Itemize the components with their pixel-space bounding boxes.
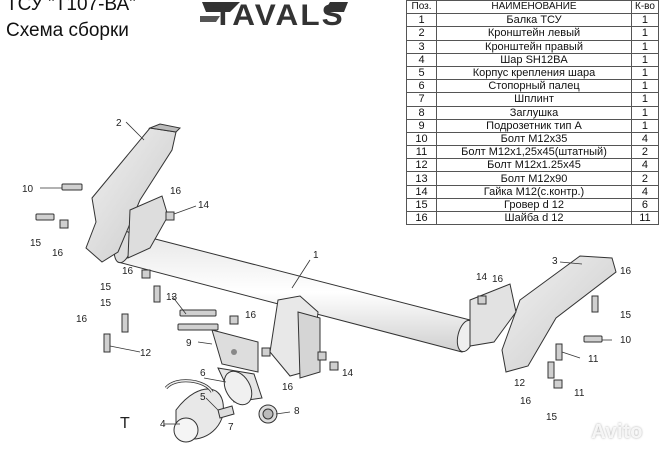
callout-16-top: 16: [170, 186, 182, 197]
callout-6: 6: [200, 368, 206, 379]
callout-14-left: 14: [198, 200, 210, 211]
callout-5: 5: [200, 392, 206, 403]
watermark-logo: Avito: [591, 421, 643, 443]
callout-1: 1: [313, 250, 319, 261]
leader-lines: [40, 121, 612, 425]
row-name: Стопорный палец: [436, 79, 632, 94]
row-pos: 4: [406, 52, 437, 67]
callout-7: 7: [228, 422, 234, 433]
row-name: Гайка М12(с.контр.): [436, 184, 632, 199]
callout-10-left: 10: [22, 184, 34, 195]
callout-10-right: 10: [620, 335, 632, 346]
tow-ball-part: [173, 388, 224, 443]
callout-t: T: [120, 415, 130, 432]
cap-part: [258, 404, 278, 424]
callout-2: 2: [116, 118, 122, 129]
callout-15-b: 15: [100, 298, 112, 309]
table-header-row: Поз. НАИМЕНОВАНИЕ К-во: [406, 0, 659, 15]
callout-11-right: 11: [588, 354, 599, 365]
row-qty: 4: [631, 184, 659, 199]
row-name: Шплинт: [436, 92, 632, 107]
document-title: ТСУ "Т107-ВА": [6, 0, 136, 15]
socket-bracket-part: [211, 329, 259, 373]
callout-3: 3: [552, 256, 558, 267]
callout-16-lower: 16: [76, 314, 88, 325]
callout-16-right-a: 16: [492, 274, 504, 285]
row-qty: 1: [631, 26, 659, 41]
callout-15-a: 15: [100, 282, 112, 293]
callout-12-right: 12: [514, 378, 526, 389]
cotter-pin-part: [217, 405, 235, 419]
row-name: Шайба d 12: [436, 210, 632, 226]
callout-15-left: 15: [30, 238, 42, 249]
row-qty: 4: [631, 131, 659, 147]
row-name: Корпус крепления шара: [436, 65, 632, 81]
callout-11-bottom: 11: [574, 388, 585, 399]
callout-14-right: 14: [476, 272, 488, 283]
row-name: Болт М12х35: [436, 131, 632, 147]
callout-14-mid: 14: [342, 368, 354, 379]
callout-16-right-c: 16: [520, 396, 532, 407]
fastener-parts: [35, 183, 603, 389]
callout-16-left: 16: [52, 248, 64, 259]
row-qty: 1: [631, 92, 659, 107]
callout-15-right: 15: [620, 310, 632, 321]
locking-pin-part: [164, 379, 214, 393]
callout-8: 8: [294, 406, 300, 417]
logo-text: TAVALS: [213, 0, 345, 32]
callout-15-bottom: 15: [546, 412, 558, 423]
document-subtitle: Схема сборки: [6, 20, 129, 41]
callout-13: 13: [166, 292, 178, 303]
row-name: Подрозетник тип А: [436, 118, 632, 133]
brand-logo: TAVALS: [200, 0, 350, 38]
row-qty: 1: [631, 52, 659, 67]
callout-4: 4: [160, 419, 166, 430]
row-qty: 11: [631, 210, 659, 226]
callout-16-mid: 16: [122, 266, 134, 277]
row-qty: 1: [631, 105, 659, 120]
ball-mount-part: [217, 367, 263, 406]
title-block: ТСУ "Т107-ВА" Схема сборки: [6, 0, 136, 42]
callout-9: 9: [186, 338, 192, 349]
callout-16-center: 16: [245, 310, 257, 321]
row-pos: 16: [406, 210, 437, 226]
row-name: Шар SH12BA: [436, 52, 632, 67]
hitch-plate-part: [269, 295, 321, 379]
row-pos: 6: [406, 79, 437, 94]
left-bracket-part: [85, 123, 182, 263]
logo-wings-icon: [200, 2, 348, 22]
row-qty: 1: [631, 79, 659, 94]
callout-16-center-b: 16: [282, 382, 294, 393]
callout-16-right-b: 16: [620, 266, 632, 277]
row-name: Заглушка: [436, 105, 632, 120]
callouts: 2 1 3 4 6 5 7 8 9 10 10 11 11 12 12 13 1…: [22, 118, 632, 433]
row-qty: 1: [631, 65, 659, 81]
callout-12-left: 12: [140, 348, 152, 359]
